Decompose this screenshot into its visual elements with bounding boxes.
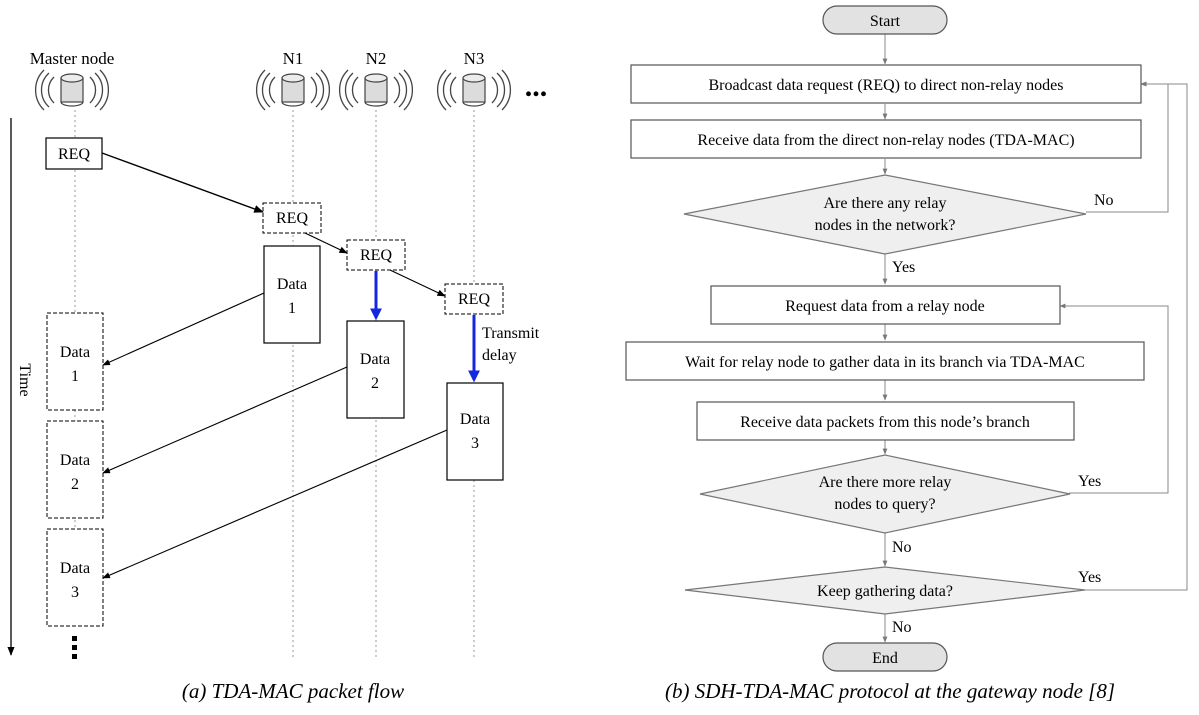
receive-branch-box (696, 401, 1075, 441)
data-n3-box (446, 382, 504, 481)
n2-node-icon (338, 69, 414, 111)
decision2-no-label: No (892, 539, 912, 556)
receive-direct-data-box (630, 119, 1142, 159)
data-master-2-box (46, 420, 104, 519)
end-terminal (822, 642, 948, 672)
decision1-no-label: No (1094, 192, 1114, 209)
decision2-yes-label: Yes (1078, 473, 1101, 490)
data-n1-box (263, 245, 321, 344)
caption-b: (b) SDH-TDA-MAC protocol at the gateway … (665, 679, 1115, 703)
req-master-text: REQ (58, 146, 90, 163)
transmit-delay-line1: Transmit (482, 325, 540, 342)
receive-direct-data-text: Receive data from the direct non-relay n… (697, 132, 1074, 149)
decision-keep-gathering (684, 566, 1086, 615)
data-master-1-line1: Data (60, 344, 90, 361)
more-nodes-ellipsis: ... (525, 70, 548, 103)
req-n3-text: REQ (458, 291, 490, 308)
req-arrow-master-n1 (101, 152, 264, 213)
request-relay-box (710, 285, 1061, 325)
decision-more-relay-line2: nodes to query? (834, 496, 935, 513)
sdh-tda-mac-flowchart: Start Broadcast data request (REQ) to di… (625, 5, 1188, 703)
req-master-box (45, 137, 103, 170)
data-master-3-box (46, 528, 104, 627)
wait-relay-box (625, 341, 1145, 381)
data-master-2-line1: Data (60, 452, 90, 469)
data-n3-line2: 3 (471, 435, 479, 452)
decision-any-relay-line1: Are there any relay (823, 195, 946, 212)
decision-keep-gathering-text: Keep gathering data? (817, 583, 953, 600)
req-arrow-n1-n2 (304, 232, 348, 254)
time-label: Time (16, 363, 33, 396)
request-relay-text: Request data from a relay node (785, 298, 984, 315)
n3-label: N3 (464, 49, 485, 68)
decision-any-relay-line2: nodes in the network? (815, 217, 956, 234)
broadcast-request-box (630, 64, 1142, 104)
continuation-dots (72, 636, 77, 659)
loop-more-relay-nodes (1059, 303, 1169, 494)
req-n1-text: REQ (276, 210, 308, 227)
tda-mac-packet-flow: Master node N1 N2 N3 ... Time REQ REQ RE… (7, 49, 548, 703)
caption-a: (a) TDA-MAC packet flow (182, 679, 404, 703)
n1-label: N1 (283, 49, 304, 68)
req-n2-box (346, 239, 406, 271)
start-label: Start (870, 13, 901, 30)
data-master-3-line2: 3 (71, 584, 79, 601)
broadcast-request-text: Broadcast data request (REQ) to direct n… (709, 77, 1064, 94)
data-n1-line1: Data (277, 276, 307, 293)
decision-more-relay-nodes (699, 454, 1071, 534)
start-terminal (822, 5, 948, 35)
data-n2-line2: 2 (371, 375, 379, 392)
data-master-1-box (46, 312, 104, 411)
req-n3-box (444, 283, 504, 315)
data-master-1-line2: 1 (71, 368, 79, 385)
decision3-no-label: No (892, 619, 912, 636)
data-arrow-n2-master (102, 366, 348, 474)
decision1-yes-label: Yes (892, 259, 915, 276)
master-node-label: Master node (30, 49, 115, 68)
decision-more-relay-line1: Are there more relay (819, 474, 952, 491)
end-label: End (872, 650, 898, 667)
req-arrow-n2-n3 (389, 269, 446, 297)
decision-any-relay-nodes (683, 174, 1087, 255)
transmit-delay-line2: delay (482, 347, 517, 364)
data-master-2-line2: 2 (71, 476, 79, 493)
data-arrow-n3-master (102, 429, 448, 579)
loop-keep-gathering (1084, 81, 1188, 591)
wait-relay-text: Wait for relay node to gather data in it… (685, 354, 1085, 371)
data-n3-line1: Data (460, 411, 490, 428)
data-arrow-n1-master (102, 292, 265, 366)
decision3-yes-label: Yes (1078, 569, 1101, 586)
master-node-icon (34, 69, 110, 111)
data-n1-line2: 1 (288, 300, 296, 317)
n2-label: N2 (366, 49, 387, 68)
receive-branch-text: Receive data packets from this node’s br… (740, 414, 1030, 431)
data-n2-line1: Data (360, 351, 390, 368)
data-master-3-line1: Data (60, 560, 90, 577)
n3-node-icon (436, 69, 512, 111)
data-n2-box (346, 320, 405, 419)
n1-node-icon (255, 69, 331, 111)
req-n1-box (262, 202, 322, 234)
req-n2-text: REQ (360, 247, 392, 264)
